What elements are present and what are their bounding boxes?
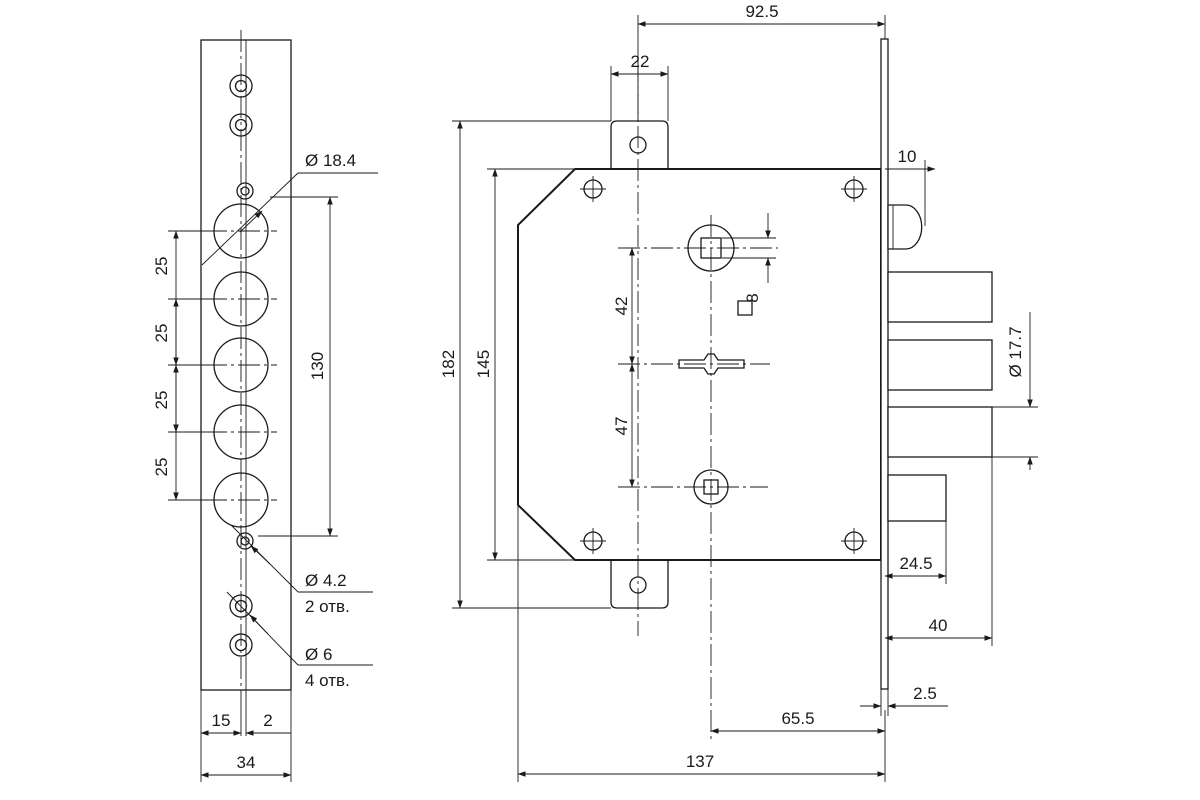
faceplate-thickness-dimension: 2.5 — [860, 684, 948, 716]
deadlatch-projection-label: 24.5 — [899, 554, 932, 573]
screw-hole-diameter-callout: Ø 6 4 отв. — [226, 591, 373, 690]
deadlatch — [887, 474, 947, 522]
deadbolt — [887, 406, 993, 458]
strike-plate-view: 25 25 25 25 130 Ø 18.4 Ø 4.2 2 отв. — [152, 30, 378, 782]
case-screw-hole — [580, 528, 606, 554]
faceplate — [880, 38, 889, 690]
keyhole-to-cylinder-label: 47 — [612, 417, 631, 436]
latch-projection-dimension: 10 — [885, 147, 936, 226]
screw-hole — [229, 633, 253, 657]
screw-hole — [229, 113, 253, 137]
total-height-dimension: 182 — [439, 120, 611, 609]
faceplate-thickness-label: 2.5 — [913, 684, 937, 703]
large-hole-diameter-label: Ø 18.4 — [305, 151, 356, 170]
latch-bolt — [887, 204, 923, 250]
hub-spacing-dimension: 42 47 — [612, 247, 635, 488]
case-screw-hole — [841, 176, 867, 202]
bolt-projection-label: 40 — [929, 616, 948, 635]
small-hole-diameter-label: Ø 4.2 — [305, 571, 347, 590]
bolt-diameter-dimension: Ø 17.7 — [992, 312, 1038, 470]
large-hole-diameter-callout: Ø 18.4 — [201, 151, 378, 266]
large-hole-span-label: 130 — [308, 352, 327, 380]
large-hole-span-dimension: 130 — [258, 196, 338, 537]
hole-spacing-label: 25 — [152, 458, 171, 477]
screw-hole — [229, 74, 253, 98]
screw-hole — [229, 594, 253, 618]
small-hole-diameter-callout: Ø 4.2 2 отв. — [230, 524, 373, 616]
small-hole — [236, 532, 254, 550]
hole-spacing-label: 25 — [152, 257, 171, 276]
latch-projection-label: 10 — [898, 147, 917, 166]
offset-right-label: 2 — [263, 711, 272, 730]
case-height-label: 145 — [474, 350, 493, 378]
tab-width-label: 22 — [631, 52, 650, 71]
screw-hole-diameter-label: Ø 6 — [305, 645, 332, 664]
case-depth-label: 137 — [686, 752, 714, 771]
screw-hole-count-label: 4 отв. — [305, 671, 350, 690]
small-hole — [236, 182, 254, 200]
deadbolt — [887, 339, 993, 391]
deadbolt — [887, 271, 993, 323]
case-screw-hole — [580, 176, 606, 202]
backset-top-label: 92.5 — [745, 2, 778, 21]
case-height-dimension: 145 — [474, 168, 575, 561]
spindle-to-keyhole-label: 42 — [612, 297, 631, 316]
small-hole-count-label: 2 отв. — [305, 597, 350, 616]
hole-spacing-label: 25 — [152, 391, 171, 410]
plate-width-label: 34 — [237, 753, 256, 772]
deadlatch-projection-dimension: 24.5 — [884, 521, 947, 584]
lock-body-view: 8 42 47 92.5 22 — [439, 2, 1038, 782]
spindle-square-label: 8 — [743, 293, 762, 302]
keyhole — [678, 353, 745, 375]
mounting-tab-top — [610, 120, 669, 169]
bolt-diameter-label: Ø 17.7 — [1006, 326, 1025, 377]
mounting-tab-bottom — [610, 560, 669, 609]
total-height-label: 182 — [439, 350, 458, 378]
plate-width-dimensions: 15 2 34 — [200, 690, 292, 782]
hole-spacing-label: 25 — [152, 324, 171, 343]
case-depth-dimension: 137 — [517, 505, 886, 782]
backset-bottom-dimension: 65.5 — [710, 709, 886, 740]
hole-spacing-dimension: 25 25 25 25 — [152, 230, 214, 501]
tab-width-dimension: 22 — [610, 52, 669, 121]
bolt-projection-dimension: 40 — [884, 457, 993, 646]
spindle-square-dimension: 8 — [722, 213, 776, 316]
offset-left-label: 15 — [212, 711, 231, 730]
backset-top-dimension: 92.5 — [637, 2, 886, 121]
case-screw-hole — [841, 528, 867, 554]
backset-bottom-label: 65.5 — [781, 709, 814, 728]
